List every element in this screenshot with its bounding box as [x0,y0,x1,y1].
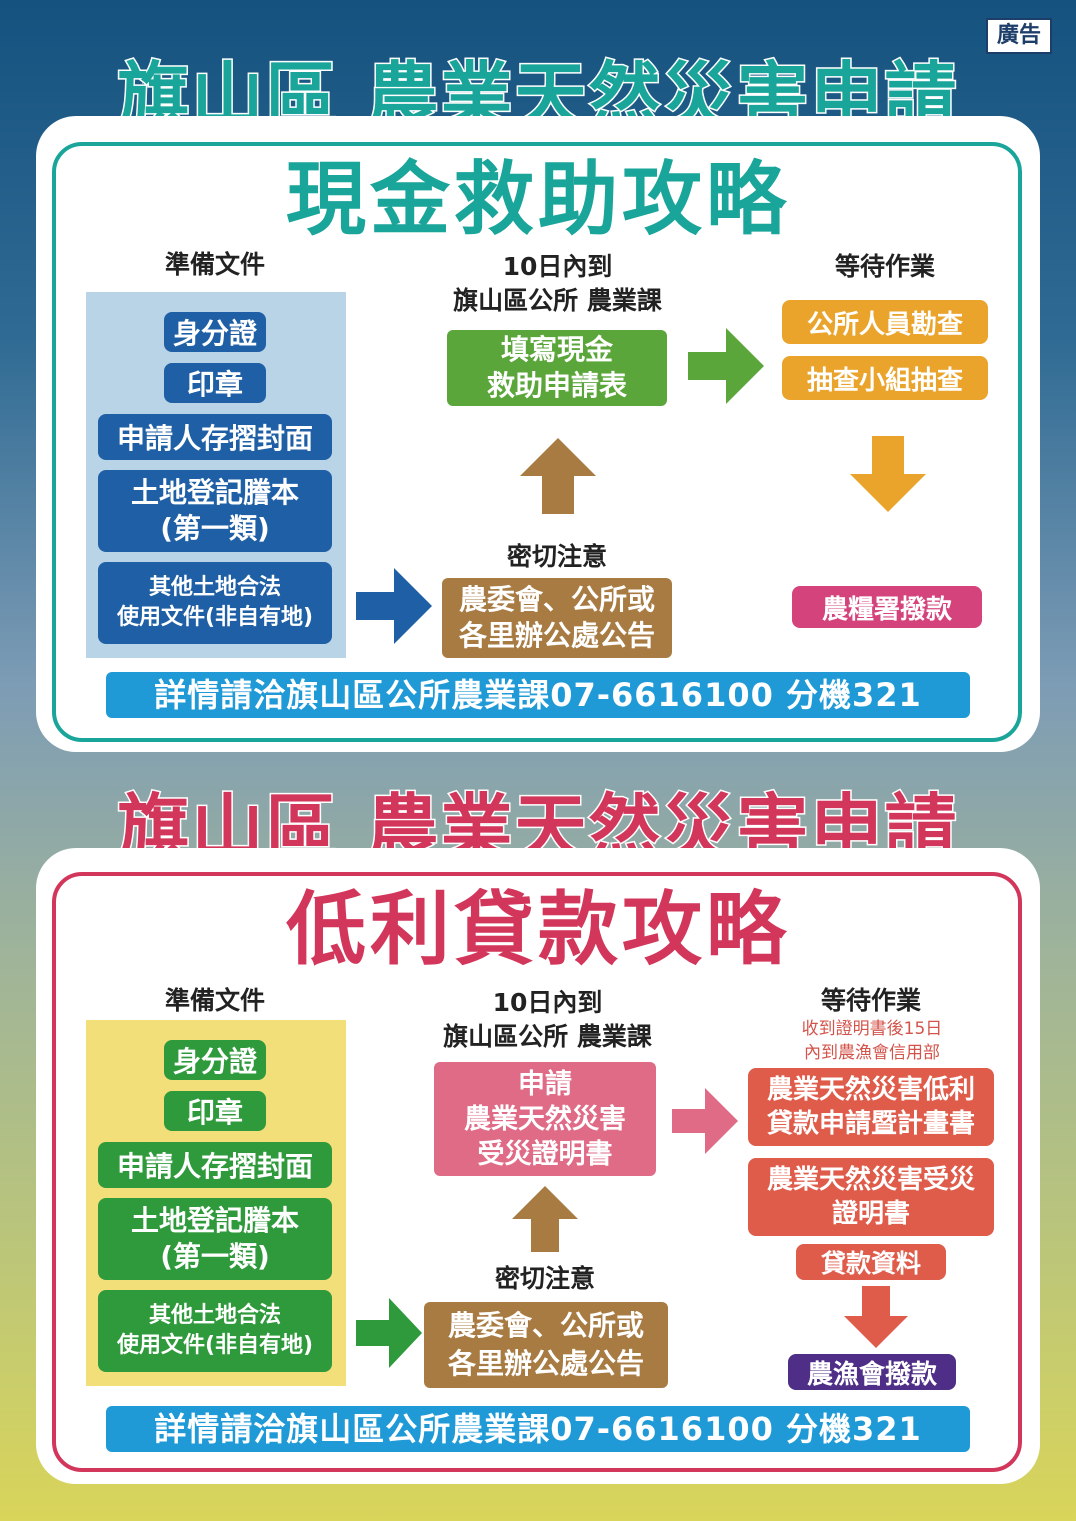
ad-label: 廣告 [986,18,1052,54]
loan-arrow-up-brown-icon [512,1186,578,1252]
cash-apply-line1: 填寫現金 [500,333,613,366]
cash-doc-land-register-line2: (第一類) [160,512,270,545]
loan-doc-passbook: 申請人存摺封面 [98,1142,332,1188]
cash-doc-other-land: 其他土地合法 使用文件(非自有地) [98,562,332,644]
loan-wait-certificate: 農業天然災害受災 證明書 [748,1158,994,1236]
loan-waiting-note-line2: 內到農漁會信用部 [804,1043,940,1063]
cash-doc-passbook: 申請人存摺封面 [98,414,332,460]
cash-doc-seal: 印章 [164,363,266,403]
loan-notice-line1: 農委會、公所或 [447,1309,644,1342]
loan-doc-seal: 印章 [164,1091,266,1131]
loan-wait-loan-info: 貸款資料 [796,1244,946,1280]
loan-wait-loan-plan-line1: 農業天然災害低利 [766,1075,975,1105]
cash-doc-other-land-line2: 使用文件(非自有地) [116,605,314,630]
loan-notice-line2: 各里辦公處公告 [447,1347,644,1380]
cash-wait-sample-check: 抽查小組抽查 [782,356,988,400]
cash-contact-banner: 詳情請洽旗山區公所農業課07-6616100 分機321 [106,672,970,718]
loan-doc-other-land-line1: 其他土地合法 [148,1303,281,1328]
loan-apply-line2: 農業天然災害 [464,1103,626,1135]
loan-contact-banner: 詳情請洽旗山區公所農業課07-6616100 分機321 [106,1406,970,1452]
loan-doc-land-register-line1: 土地登記謄本 [130,1204,299,1237]
cash-notice-header: 密切注意 [506,542,607,571]
cash-notice-line2: 各里辦公處公告 [458,619,655,652]
cash-office-header-line2: 旗山區公所 農業課 [453,286,662,315]
loan-wait-loan-plan: 農業天然災害低利 貸款申請暨計畫書 [748,1068,994,1146]
loan-arrow-right-green-icon [356,1298,422,1368]
cash-arrow-up-brown-icon [520,438,596,514]
loan-waiting-header: 等待作業 [820,986,921,1015]
cash-notice-line1: 農委會、公所或 [458,583,655,616]
cash-panel-border [52,142,1022,742]
cash-doc-id-card: 身分證 [164,312,266,352]
loan-final-disbursement: 農漁會撥款 [788,1354,956,1390]
loan-doc-id-card: 身分證 [164,1040,266,1080]
cash-wait-office-survey: 公所人員勘查 [782,300,988,344]
loan-apply-line1: 申請 [518,1068,572,1100]
cash-subtitle: 現金救助攻略 [286,153,790,246]
loan-notice-header: 密切注意 [494,1264,595,1293]
loan-office-header-line1: 10日內到 [492,988,603,1017]
loan-apply-line3: 受災證明書 [477,1138,613,1170]
loan-waiting-note-line1: 收到證明書後15日 [801,1019,943,1039]
cash-doc-land-register: 土地登記謄本 (第一類) [98,470,332,552]
loan-doc-other-land: 其他土地合法 使用文件(非自有地) [98,1290,332,1372]
loan-doc-land-register-line2: (第一類) [160,1240,270,1273]
cash-apply-box: 填寫現金 救助申請表 [447,330,667,406]
loan-arrow-down-salmon-icon [844,1286,908,1348]
loan-wait-certificate-line1: 農業天然災害受災 [766,1165,975,1195]
loan-doc-land-register: 土地登記謄本 (第一類) [98,1198,332,1280]
loan-arrow-right-pink-icon [672,1088,738,1154]
cash-arrow-right-blue-icon [356,568,432,644]
loan-subtitle: 低利貸款攻略 [286,883,790,976]
cash-documents-header: 準備文件 [164,250,265,279]
loan-wait-loan-plan-line2: 貸款申請暨計畫書 [766,1109,975,1139]
cash-waiting-header: 等待作業 [834,252,935,281]
cash-arrow-down-orange-icon [850,436,926,512]
loan-doc-other-land-line2: 使用文件(非自有地) [116,1333,314,1358]
cash-apply-line2: 救助申請表 [486,369,627,402]
cash-arrow-right-green-icon [688,328,764,404]
cash-office-header-line1: 10日內到 [502,252,613,281]
cash-doc-land-register-line1: 土地登記謄本 [130,476,299,509]
cash-final-disbursement: 農糧署撥款 [792,586,982,628]
loan-office-header-line2: 旗山區公所 農業課 [443,1022,652,1051]
loan-notice-box: 農委會、公所或 各里辦公處公告 [424,1302,668,1388]
loan-apply-box: 申請 農業天然災害 受災證明書 [434,1062,656,1176]
cash-notice-box: 農委會、公所或 各里辦公處公告 [442,578,672,658]
loan-documents-header: 準備文件 [164,986,265,1015]
cash-doc-other-land-line1: 其他土地合法 [148,575,281,600]
loan-panel-border [52,872,1022,1472]
loan-wait-certificate-line2: 證明書 [831,1199,910,1229]
